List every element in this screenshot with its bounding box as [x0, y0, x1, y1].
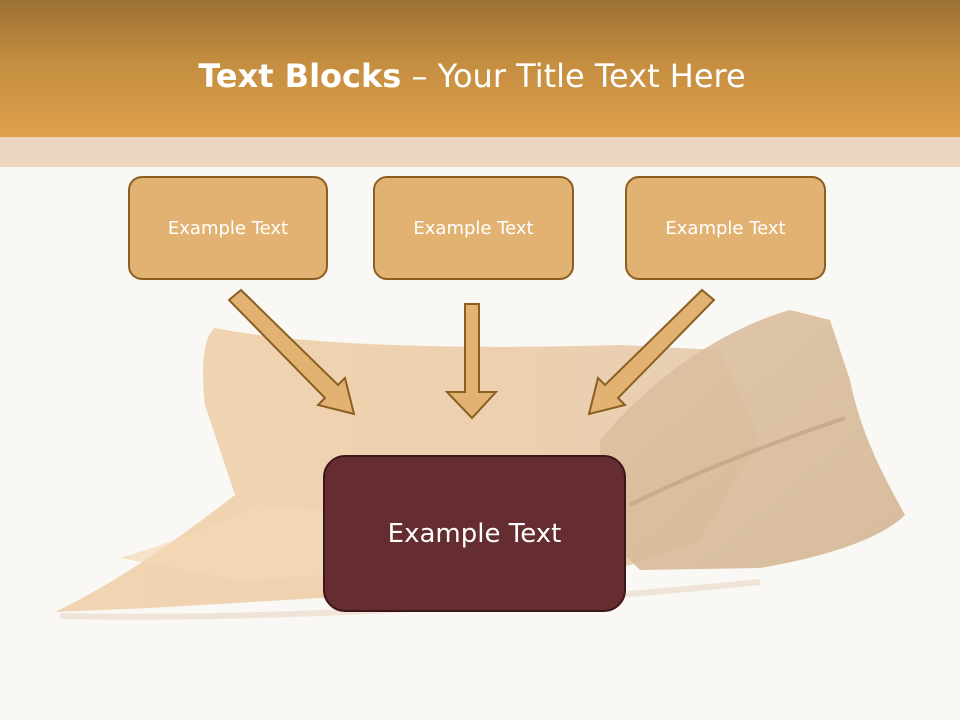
- center-text-block-label: Example Text: [387, 518, 562, 549]
- slide-title-rest: – Your Title Text Here: [401, 57, 746, 95]
- slide-title-bold: Text Blocks: [198, 57, 402, 95]
- text-block-1[interactable]: Example Text: [128, 176, 328, 280]
- text-block-2-label: Example Text: [413, 217, 534, 239]
- slide-title: Text Blocks – Your Title Text Here: [0, 54, 944, 98]
- center-text-block[interactable]: Example Text: [323, 455, 626, 612]
- text-block-3-label: Example Text: [665, 217, 786, 239]
- text-block-2[interactable]: Example Text: [373, 176, 574, 280]
- meat-skin-edge: [629, 416, 846, 507]
- title-bar: [0, 0, 960, 137]
- text-block-1-label: Example Text: [167, 217, 289, 239]
- text-block-3[interactable]: Example Text: [625, 176, 826, 280]
- title-underline-band: [0, 137, 960, 167]
